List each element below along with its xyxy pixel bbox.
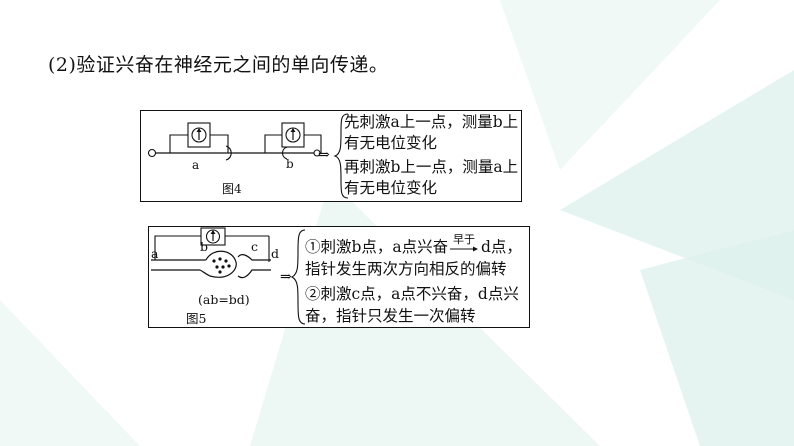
figure-4-case-1-line-1: 先刺激a上一点，测量b上 <box>344 113 519 131</box>
figure-4-case-2-line-1: 再刺激b上一点，测量a上 <box>344 158 519 176</box>
figure-5-case-1-line-1-start: ①刺激b点，a点兴奋 <box>305 238 449 256</box>
figure-5-label-a: a <box>151 246 159 261</box>
figure-4-frame <box>140 110 522 202</box>
figure-5-equation: (ab=bd) <box>198 292 250 307</box>
figure-4-label-a: a <box>192 158 200 172</box>
figure-5-case-1-line-1-end: d点， <box>481 238 522 256</box>
figure-4-case-2-line-2: 有无电位变化 <box>344 179 438 197</box>
figure-5-label-c: c <box>251 239 259 254</box>
figure-5-label-d: d <box>271 246 280 261</box>
figure-5-caption: 图5 <box>186 311 207 326</box>
figure-4-arrow: ⇒ <box>318 147 330 163</box>
figure-4-case-1-line-2: 有无电位变化 <box>344 134 438 152</box>
figure-5-case-1-above-arrow: 早于 <box>453 233 475 246</box>
figure-5-arrow: ⇒ <box>280 269 292 285</box>
section-heading: (2)验证兴奋在神经元之间的单向传递。 <box>48 54 389 76</box>
figure-5-frame <box>148 226 530 328</box>
figure-4-label-b: b <box>286 157 294 171</box>
figure-5-case-2-line-1: ②刺激c点，a点不兴奋，d点兴 <box>305 285 519 303</box>
figure-5-case-1-line-2: 指针发生两次方向相反的偏转 <box>305 260 507 278</box>
figure-4-caption: 图4 <box>222 182 242 196</box>
figure-5-case-2-line-2: 奋，指针只发生一次偏转 <box>305 307 476 325</box>
figure-5-label-b: b <box>200 239 209 254</box>
